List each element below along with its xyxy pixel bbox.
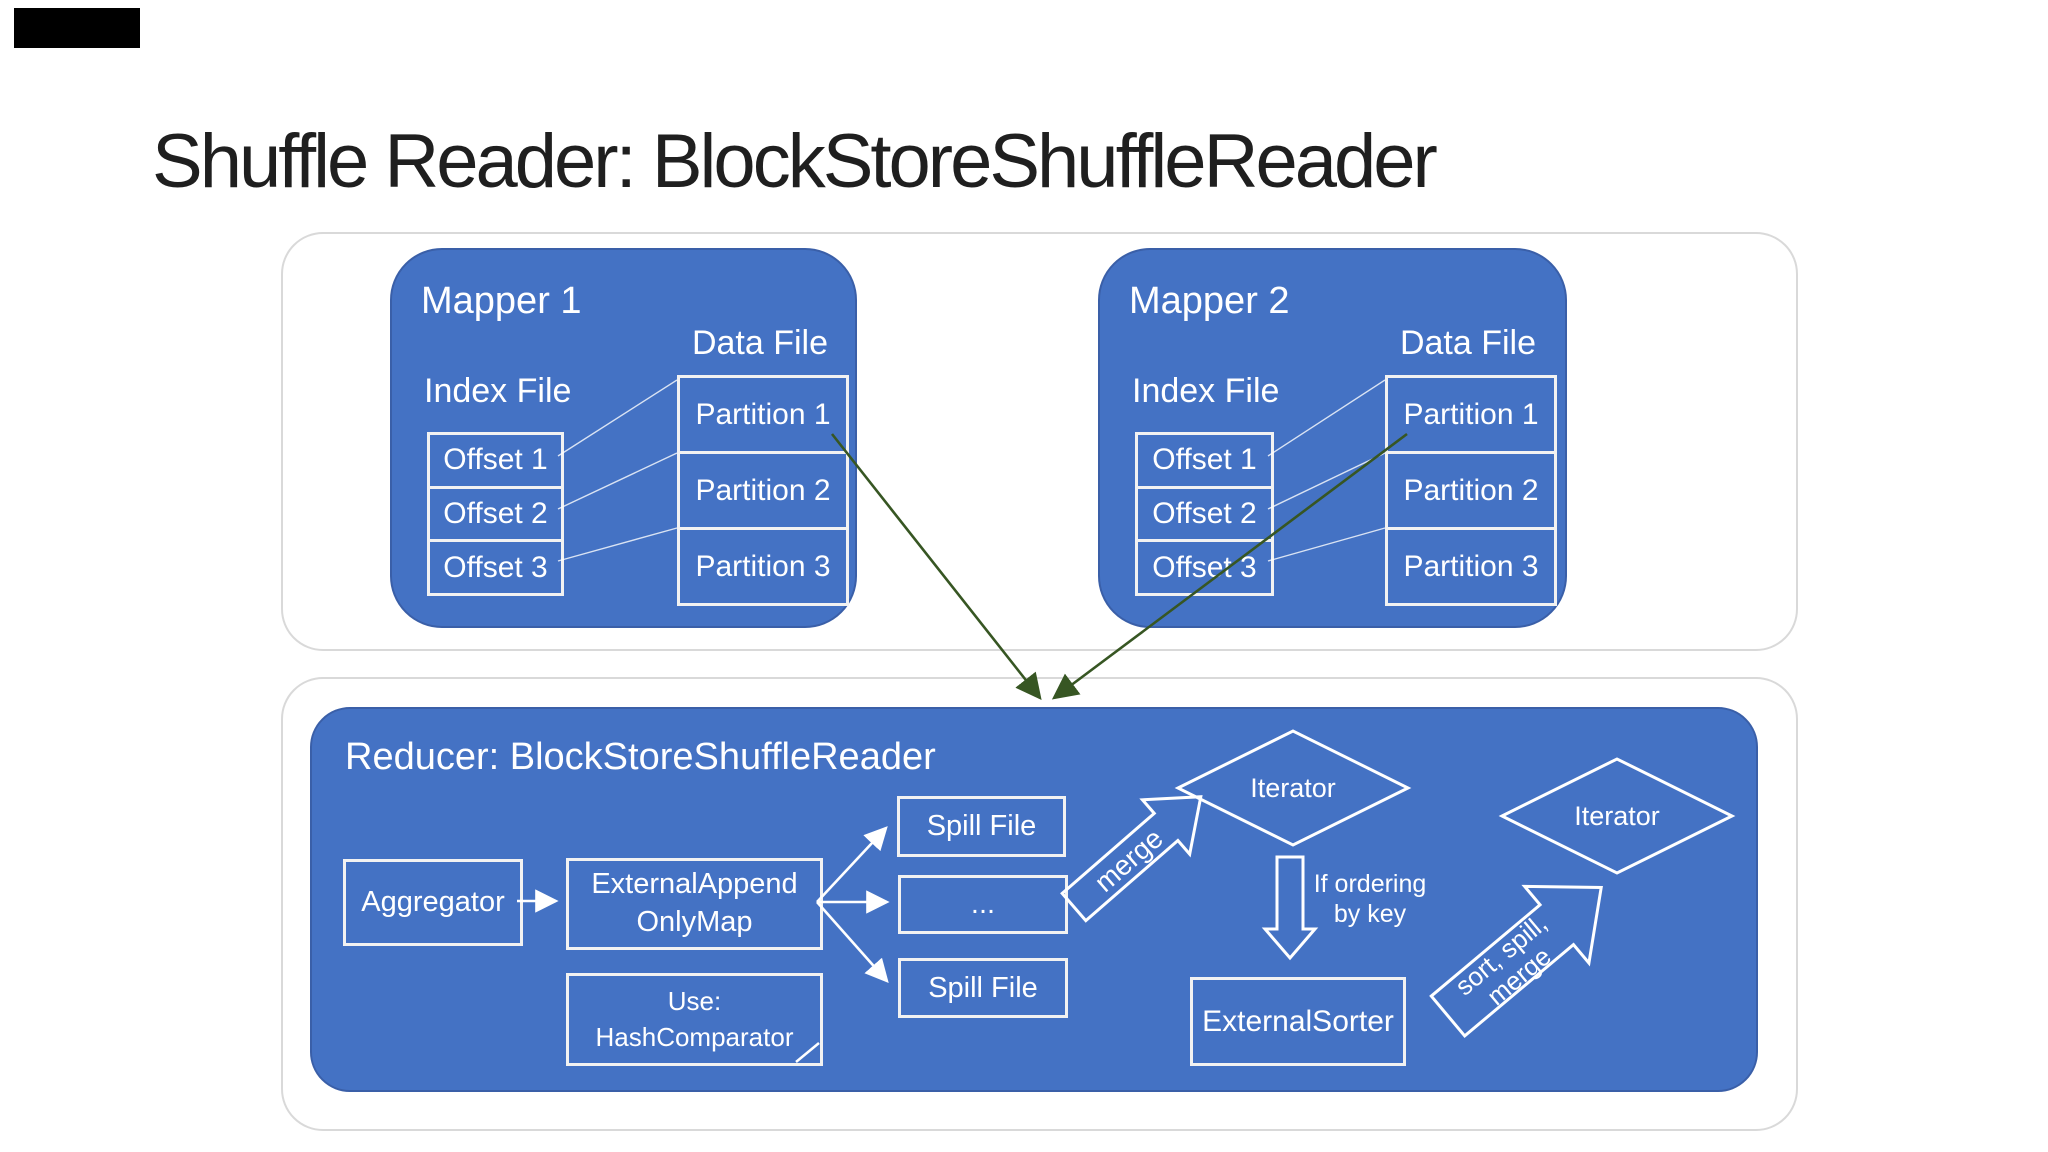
offset-row: Offset 3 (430, 539, 561, 593)
aggregator-box: Aggregator (343, 859, 523, 946)
mapper1-index-file-label: Index File (424, 372, 572, 410)
mapper2-index-file-label: Index File (1132, 372, 1280, 410)
partition-row: Partition 2 (1388, 451, 1554, 527)
page-title: Shuffle Reader: BlockStoreShuffleReader (152, 119, 1438, 204)
hash-comparator-box: Use: HashComparator (566, 973, 823, 1066)
mapper2-data-table: Partition 1 Partition 2 Partition 3 (1385, 375, 1557, 606)
mapper1-data-file-label: Data File (691, 324, 829, 362)
aggregator-label: Aggregator (361, 886, 505, 918)
mapper1-data-table: Partition 1 Partition 2 Partition 3 (677, 375, 849, 606)
spill-file-bottom-label: Spill File (928, 971, 1038, 1004)
iterator1-label: Iterator (1250, 772, 1336, 803)
partition-row: Partition 2 (680, 451, 846, 527)
mapper2-index-table: Offset 1 Offset 2 Offset 3 (1135, 432, 1274, 596)
eaom-label-line2: OnlyMap (636, 906, 753, 938)
if-ordering-line2: by key (1333, 899, 1407, 928)
mapper2-title: Mapper 2 (1129, 280, 1290, 322)
dots-box: ... (898, 875, 1068, 934)
offset-row: Offset 2 (430, 485, 561, 540)
eaom-label-line1: ExternalAppend (591, 868, 798, 901)
offset-row: Offset 1 (443, 443, 548, 477)
partition-row: Partition 1 (695, 397, 831, 431)
mapper2-data-file-label: Data File (1399, 324, 1537, 362)
external-sorter-box: ExternalSorter (1190, 977, 1406, 1066)
reducer-title: Reducer: BlockStoreShuffleReader (345, 736, 936, 778)
spill-file-top-box: Spill File (897, 796, 1066, 857)
external-sorter-label: ExternalSorter (1202, 1004, 1394, 1038)
offset-row: Offset 2 (1138, 485, 1271, 540)
external-append-only-map-box: ExternalAppend OnlyMap (566, 858, 823, 950)
spill-file-bottom-box: Spill File (898, 958, 1068, 1018)
iterator2-label: Iterator (1574, 800, 1660, 831)
use-label-line2: HashComparator (595, 1021, 794, 1052)
dots-label: ... (970, 888, 996, 920)
spill-file-top-label: Spill File (926, 810, 1037, 842)
use-label-line1: Use: (667, 986, 722, 1017)
offset-row: Offset 1 (1152, 443, 1257, 477)
mapper1-index-table: Offset 1 Offset 2 Offset 3 (427, 432, 564, 596)
mapper1-title: Mapper 1 (421, 280, 582, 322)
partition-row: Partition 1 (1403, 397, 1539, 431)
offset-row: Offset 3 (1138, 539, 1271, 593)
if-ordering-line1: If ordering (1313, 869, 1427, 898)
corner-black-block (14, 8, 140, 48)
partition-row: Partition 3 (680, 527, 846, 603)
partition-row: Partition 3 (1388, 527, 1554, 603)
